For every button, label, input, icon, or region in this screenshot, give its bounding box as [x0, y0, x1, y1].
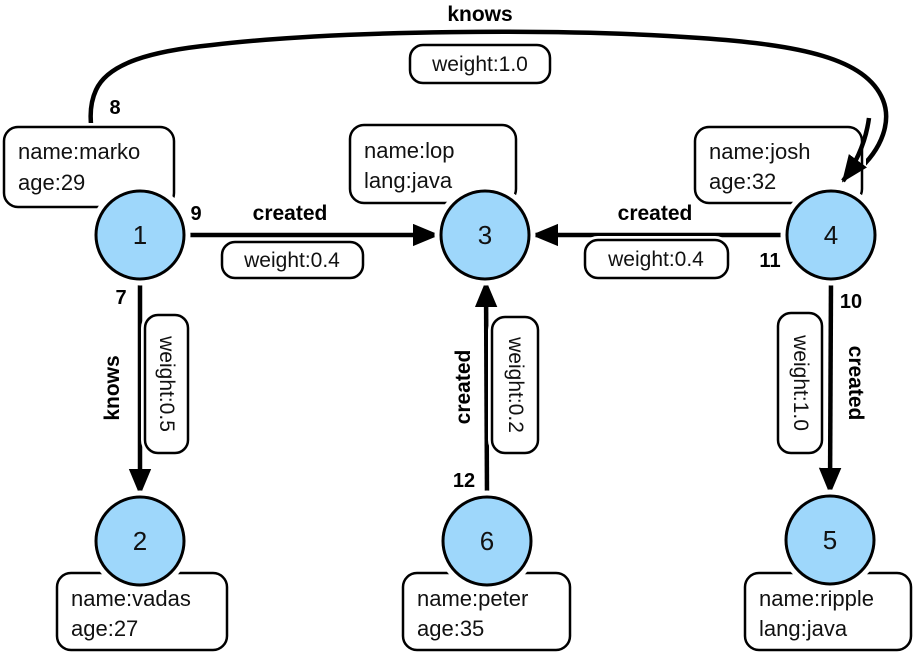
node-1-label: 1	[133, 220, 147, 250]
node-6-property-age: age:35	[417, 616, 484, 641]
edge-8-label: knows	[447, 3, 512, 26]
edge-10-weight: weight:1.0	[789, 334, 812, 431]
edge-8-arc	[88, 29, 889, 198]
node-4-properties-box: name:josh age:32	[691, 123, 866, 207]
edge-12-id: 12	[453, 470, 475, 492]
edge-10-line	[818, 279, 842, 495]
edge-12-weight-box: weight:0.2	[488, 313, 542, 457]
edge-8-weight-box: weight:1.0	[406, 41, 554, 87]
edge-8-knows	[85, 26, 891, 201]
node-3-properties-box: name:lop lang:java	[346, 121, 520, 207]
node-6-label: 6	[480, 526, 494, 556]
node-4-property-name: name:josh	[709, 139, 811, 164]
edge-8-weight: weight:1.0	[431, 53, 528, 76]
node-6-property-name: name:peter	[417, 586, 528, 611]
edge-11-id: 11	[759, 250, 780, 272]
edge-10-weight-box: weight:1.0	[774, 309, 826, 457]
node-3: 3	[434, 184, 536, 286]
node-2-properties-box: name:vadas age:27	[53, 569, 231, 654]
edge-9-label: created	[253, 202, 328, 225]
node-3-circle	[439, 189, 531, 281]
node-3-property-lang: lang:java	[364, 168, 453, 193]
node-2-circle	[94, 495, 186, 587]
edge-9-weight-box: weight:0.4	[218, 238, 367, 282]
node-3-property-name: name:lop	[364, 138, 455, 163]
node-3-label: 3	[478, 220, 492, 250]
node-5-property-name: name:ripple	[759, 586, 874, 611]
node-5-circle	[784, 494, 876, 586]
edge-10-label: created	[844, 346, 867, 421]
edge-12-created	[474, 280, 498, 501]
edge-8-id: 8	[109, 97, 120, 119]
node-6: 6	[436, 490, 538, 592]
node-1-circle	[94, 189, 186, 281]
node-4-label: 4	[824, 220, 838, 250]
node-4-circle	[785, 189, 877, 281]
edge-7-weight: weight:0.5	[155, 335, 178, 432]
node-2-label: 2	[133, 526, 147, 556]
edge-11-weight-box: weight:0.4	[581, 236, 732, 282]
edge-8-arrowhead	[841, 117, 872, 183]
node-5-label: 5	[823, 525, 837, 555]
edge-12-label: created	[452, 350, 475, 425]
edge-10-created	[818, 275, 842, 495]
node-4: 4	[780, 184, 882, 286]
edge-12-line	[474, 280, 498, 497]
node-6-properties-box: name:peter age:35	[399, 569, 574, 654]
node-2: 2	[89, 490, 191, 592]
node-5: 5	[779, 489, 881, 591]
edge-9-weight: weight:0.4	[243, 249, 340, 272]
node-1-property-age: age:29	[18, 170, 85, 195]
edge-7-weight-box: weight:0.5	[141, 311, 192, 457]
edge-12-weight: weight:0.2	[504, 336, 527, 433]
node-2-property-age: age:27	[71, 616, 138, 641]
node-5-property-lang: lang:java	[759, 616, 848, 641]
edge-9-id: 9	[190, 203, 201, 225]
edge-10-id: 10	[840, 291, 862, 313]
node-1: 1	[89, 184, 191, 286]
edge-11-label: created	[618, 202, 693, 225]
edge-11-weight: weight:0.4	[607, 248, 704, 271]
node-1-property-name: name:marko	[18, 139, 140, 164]
node-4-property-age: age:32	[709, 169, 776, 194]
edge-7-id: 7	[115, 287, 126, 309]
edge-7-label: knows	[101, 355, 124, 420]
node-6-circle	[441, 495, 533, 587]
